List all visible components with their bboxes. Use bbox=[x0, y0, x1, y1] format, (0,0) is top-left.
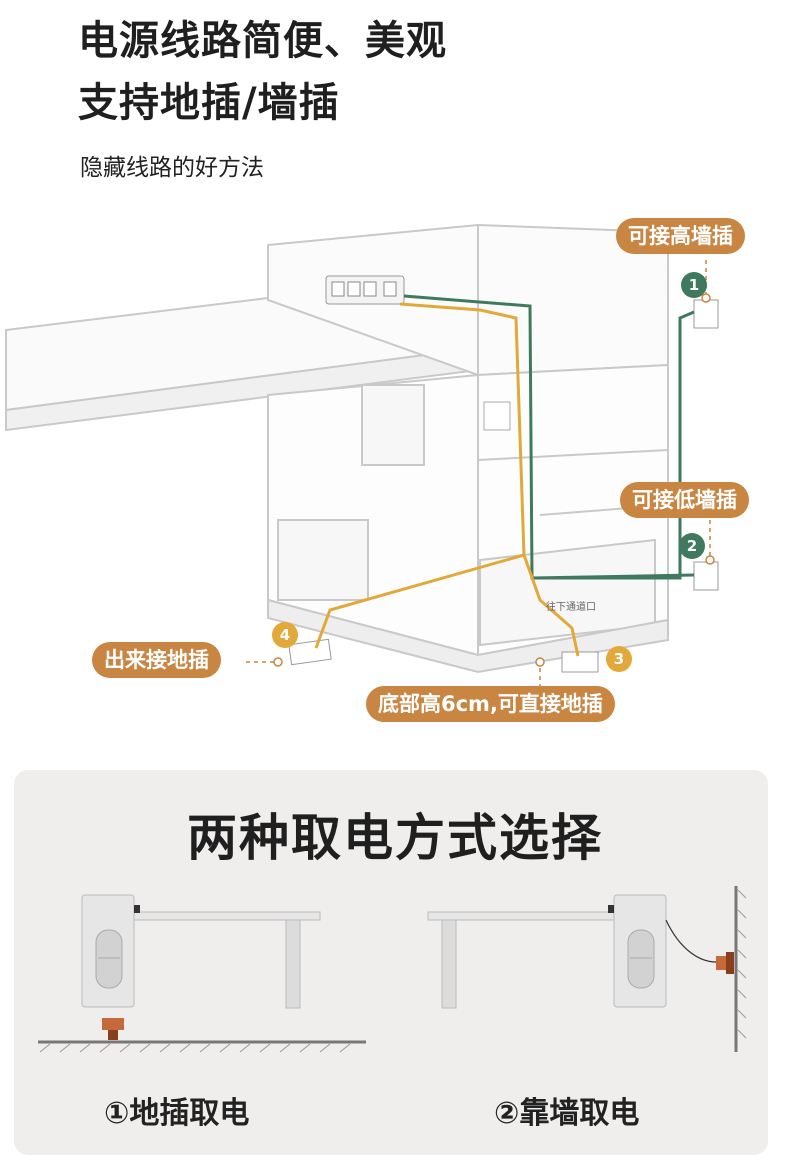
badge-3: 3 bbox=[606, 646, 632, 672]
wall-socket-icon bbox=[716, 952, 734, 974]
low-wall-socket-icon bbox=[693, 561, 719, 591]
headline-line-2: 支持地插/墙插 bbox=[78, 80, 340, 126]
floor-socket-icon bbox=[102, 1018, 124, 1040]
floor-socket-left-icon bbox=[288, 638, 332, 666]
green-wire-low bbox=[531, 573, 695, 580]
badge-2: 2 bbox=[679, 533, 705, 559]
socket-strip-icon bbox=[325, 275, 405, 305]
floor-socket-right-icon bbox=[561, 651, 599, 673]
section-title: 两种取电方式选择 bbox=[187, 809, 603, 867]
inner-socket-icon bbox=[483, 401, 511, 431]
callout-high-wall: 可接高墙插 bbox=[616, 218, 745, 254]
high-wall-socket-icon bbox=[693, 299, 719, 329]
power-methods-illustration bbox=[38, 886, 747, 1053]
method-floor-label: ①地插取电 bbox=[104, 1096, 250, 1131]
subtitle: 隐藏线路的好方法 bbox=[80, 155, 264, 181]
callout-bottom-height: 底部高6cm,可直接地插 bbox=[366, 686, 615, 722]
headline-line-1: 电源线路简便、美观 bbox=[78, 18, 447, 64]
channel-label: 往下通道口 bbox=[546, 602, 596, 613]
orange-wire-floor-left bbox=[314, 302, 526, 649]
desk-wiring-illustration bbox=[5, 223, 719, 688]
badge-4: 4 bbox=[272, 622, 298, 648]
orange-wire-floor-right bbox=[522, 554, 580, 657]
badge-1: 1 bbox=[681, 272, 707, 298]
method-wall-label: ②靠墙取电 bbox=[494, 1096, 640, 1131]
floor-method-diagram bbox=[38, 894, 366, 1053]
callout-floor-out: 出来接地插 bbox=[92, 642, 221, 678]
wall-method-diagram bbox=[427, 886, 747, 1052]
callout-low-wall: 可接低墙插 bbox=[620, 482, 749, 518]
